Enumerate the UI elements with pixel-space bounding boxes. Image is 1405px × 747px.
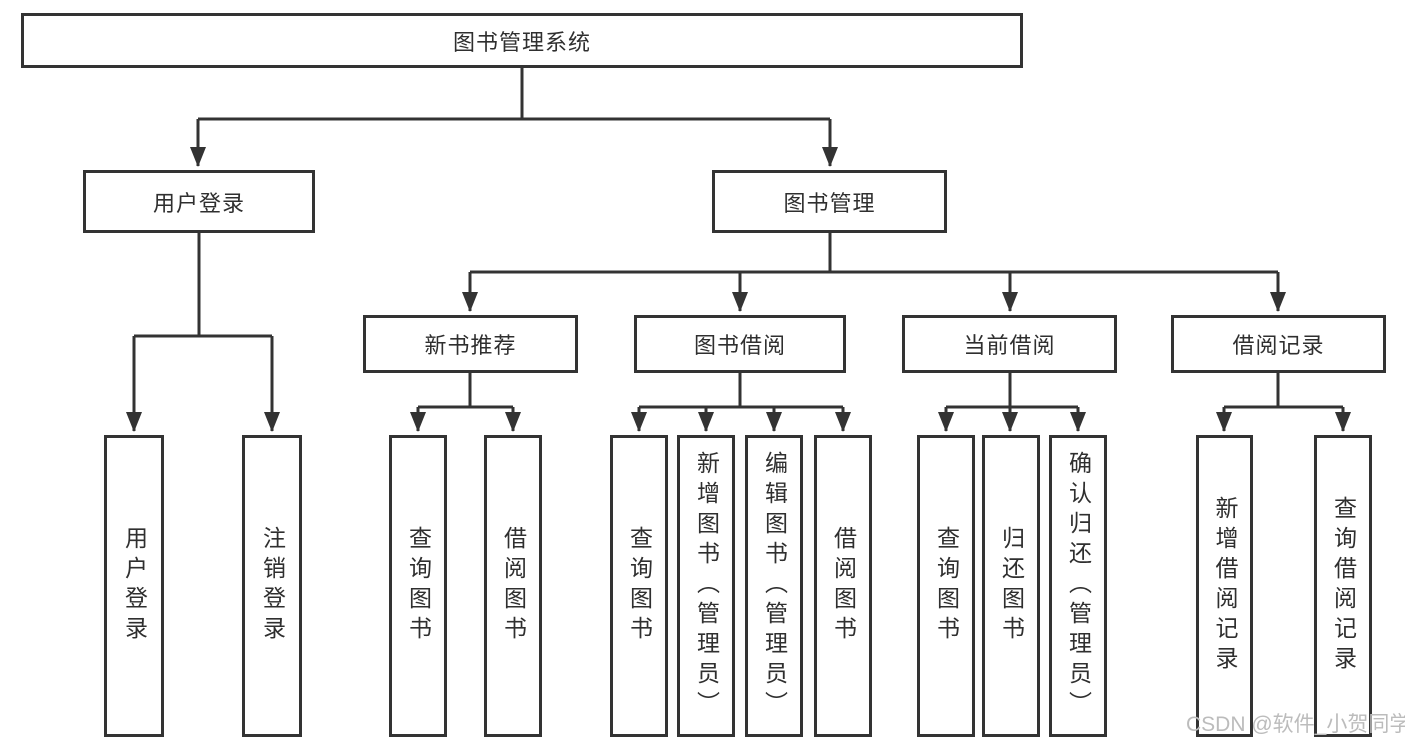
leaf-query-book-3: 查询图书 xyxy=(917,435,975,737)
leaf-query-book-2: 查询图书 xyxy=(610,435,668,737)
leaf-borrow-book-1-label: 借阅图书 xyxy=(500,526,527,646)
leaf-user-login-label: 用户登录 xyxy=(121,526,148,646)
leaf-query-book-1-label: 查询图书 xyxy=(405,526,432,646)
leaf-borrow-book-2: 借阅图书 xyxy=(814,435,872,737)
node-user-login-label: 用户登录 xyxy=(152,190,245,216)
node-library-system: 图书管理系统 xyxy=(21,13,1023,68)
leaf-add-borrow-record: 新增借阅记录 xyxy=(1196,435,1253,737)
node-current-borrow-label: 当前借阅 xyxy=(963,333,1056,358)
leaf-edit-book-admin: 编辑图书（管理员） xyxy=(745,435,803,737)
leaf-edit-book-admin-label: 编辑图书（管理员） xyxy=(761,451,788,721)
leaf-add-borrow-record-label: 新增借阅记录 xyxy=(1212,496,1238,676)
leaf-query-book-1: 查询图书 xyxy=(389,435,447,737)
leaf-borrow-book-2-label: 借阅图书 xyxy=(830,526,857,646)
node-library-system-label: 图书管理系统 xyxy=(452,29,591,55)
leaf-query-borrow-record-label: 查询借阅记录 xyxy=(1330,496,1357,676)
leaf-return-book-label: 归还图书 xyxy=(998,526,1025,646)
leaf-return-book: 归还图书 xyxy=(982,435,1040,737)
node-current-borrow: 当前借阅 xyxy=(902,315,1117,373)
node-book-management: 图书管理 xyxy=(712,170,947,233)
leaf-logout-login-label: 注销登录 xyxy=(259,526,286,646)
node-user-login: 用户登录 xyxy=(83,170,315,233)
leaf-add-book-admin-label: 新增图书（管理员） xyxy=(693,451,720,721)
node-new-book-recommend-label: 新书推荐 xyxy=(424,333,517,358)
node-borrow-records: 借阅记录 xyxy=(1171,315,1386,373)
leaf-confirm-return-admin-label: 确认归还（管理员） xyxy=(1065,451,1092,721)
node-book-borrow: 图书借阅 xyxy=(634,315,846,373)
node-borrow-records-label: 借阅记录 xyxy=(1232,333,1325,358)
node-new-book-recommend: 新书推荐 xyxy=(363,315,578,373)
leaf-add-book-admin: 新增图书（管理员） xyxy=(677,435,735,737)
leaf-query-book-3-label: 查询图书 xyxy=(933,526,960,646)
node-book-borrow-label: 图书借阅 xyxy=(693,333,786,358)
leaf-confirm-return-admin: 确认归还（管理员） xyxy=(1049,435,1107,737)
leaf-logout-login: 注销登录 xyxy=(242,435,302,737)
leaf-query-book-2-label: 查询图书 xyxy=(626,526,653,646)
leaf-user-login: 用户登录 xyxy=(104,435,164,737)
node-book-management-label: 图书管理 xyxy=(783,190,876,216)
leaf-query-borrow-record: 查询借阅记录 xyxy=(1314,435,1372,737)
leaf-borrow-book-1: 借阅图书 xyxy=(484,435,542,737)
